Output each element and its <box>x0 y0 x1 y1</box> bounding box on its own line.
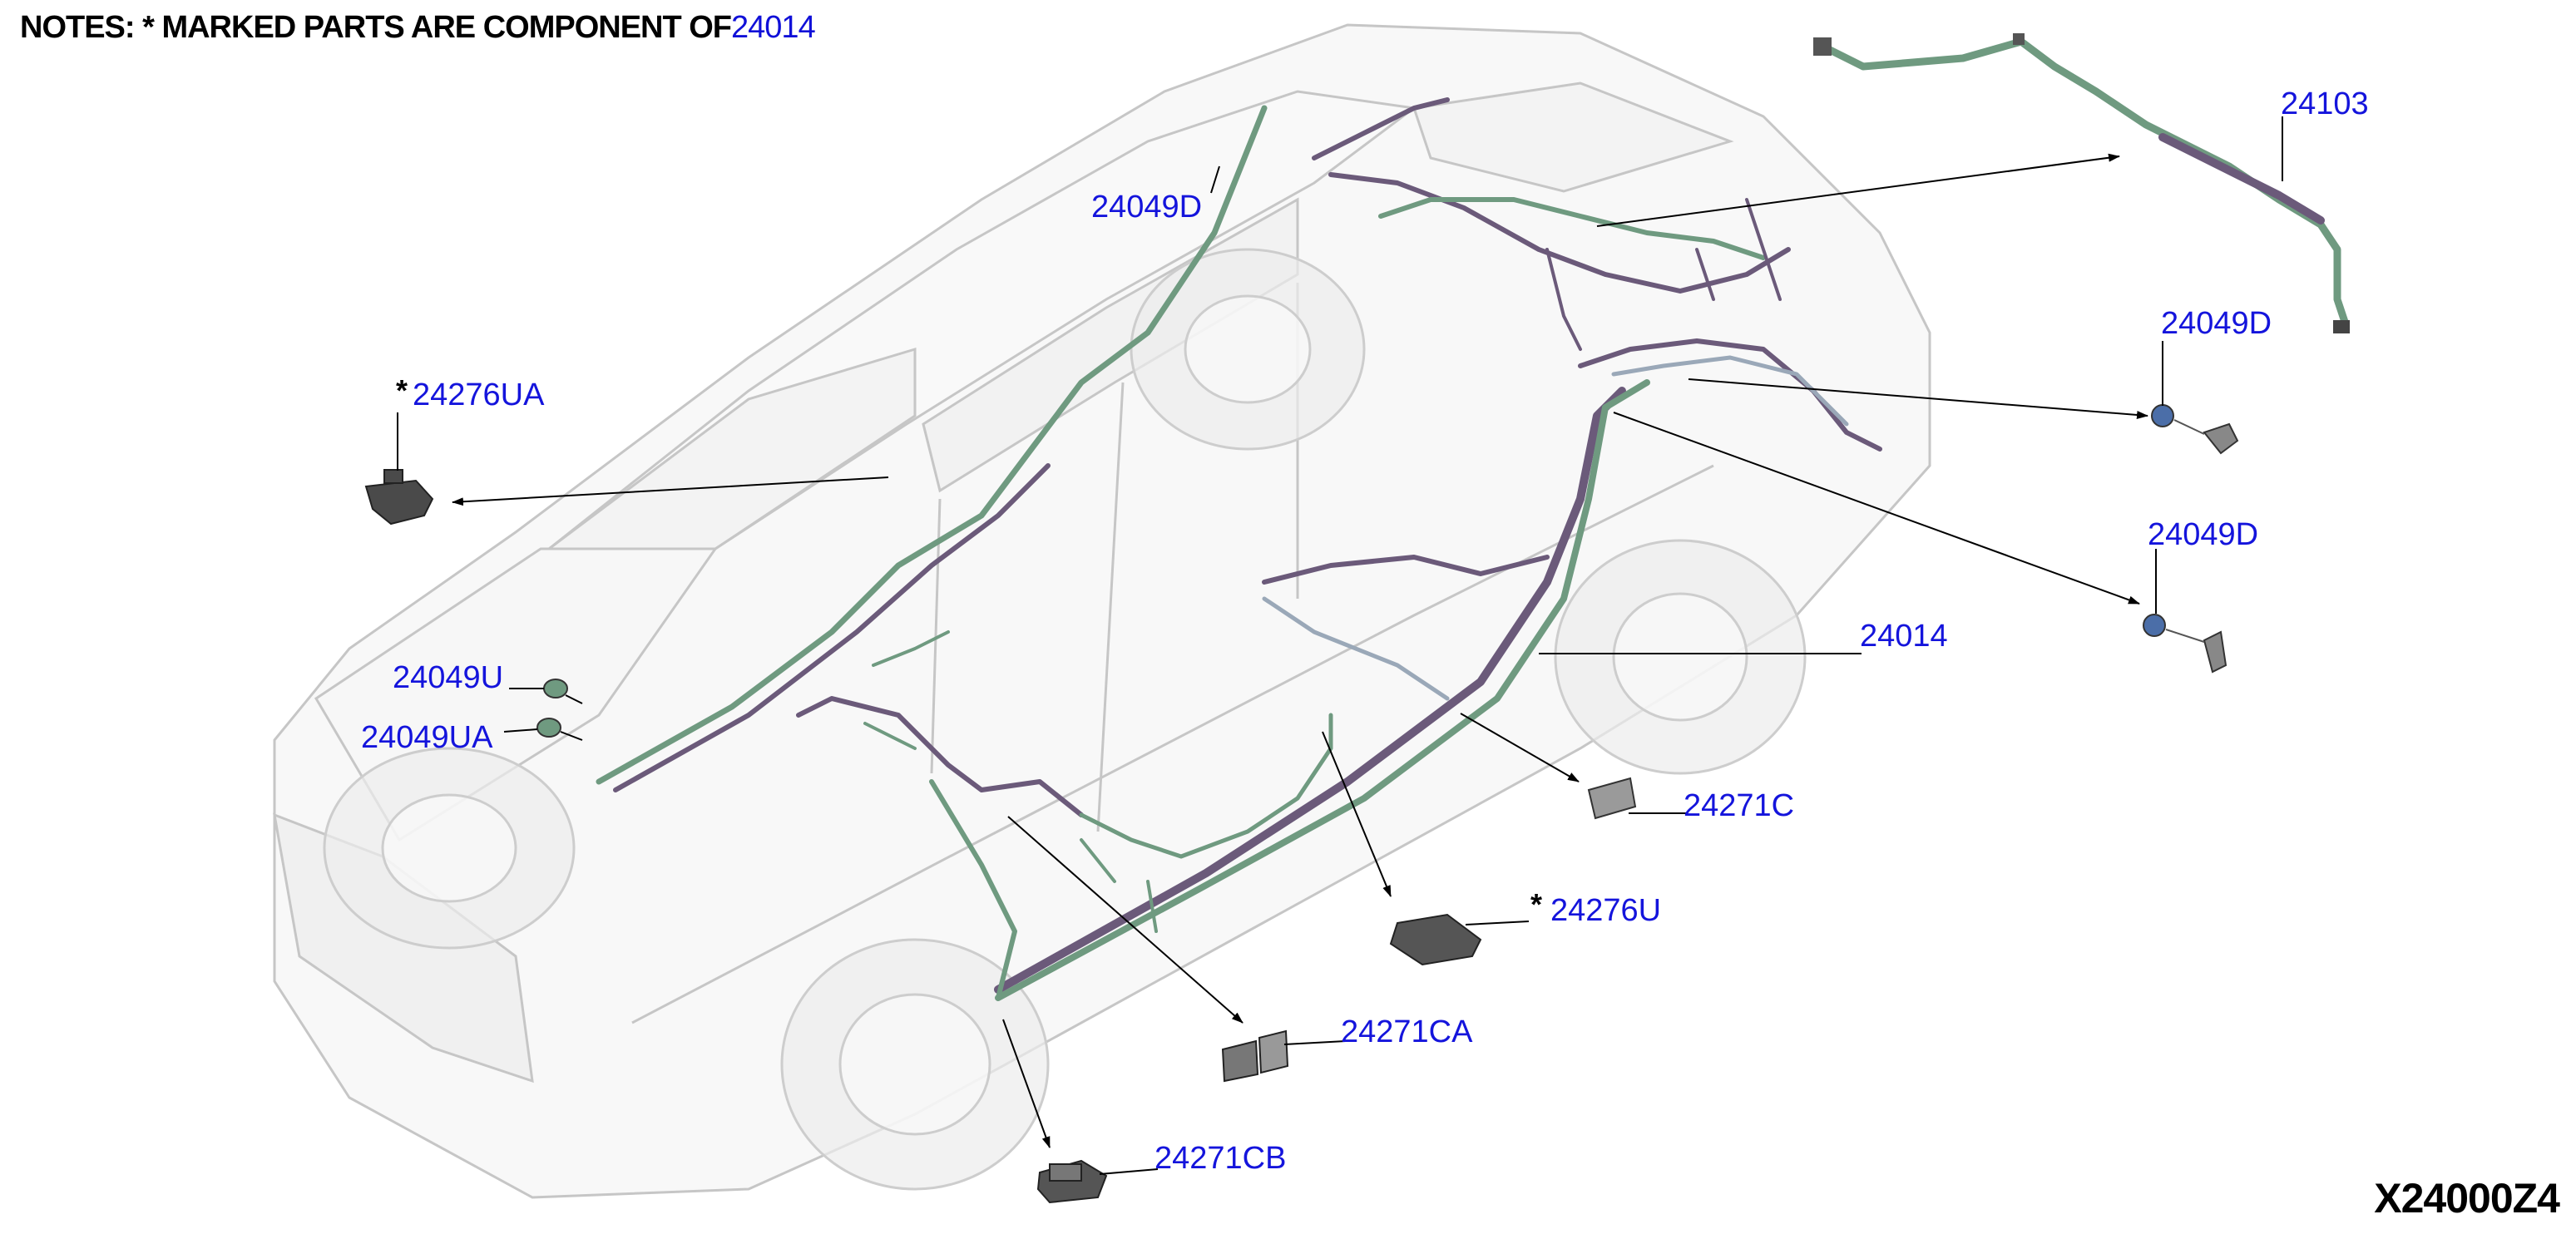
harness-24103 <box>1813 33 2350 333</box>
marked-star-24276ua: * <box>396 373 408 407</box>
notes-ref-link[interactable]: 24014 <box>731 10 816 45</box>
part-24271cb-graphic <box>1036 1159 1108 1204</box>
callout-24049d-right-upper[interactable]: 24049D <box>2161 306 2272 341</box>
callout-24049d-right-lower[interactable]: 24049D <box>2148 517 2259 552</box>
part-24049ua-graphic <box>536 718 561 738</box>
part-24271ca-graphic <box>1221 1029 1289 1083</box>
notes-prefix: NOTES: * MARKED PARTS ARE COMPONENT OF <box>20 10 732 45</box>
callout-24014[interactable]: 24014 <box>1860 619 1948 654</box>
part-24049d-right-upper-graphic <box>2151 404 2239 455</box>
callout-24049u[interactable]: 24049U <box>393 660 504 695</box>
part-24276ua-graphic <box>364 469 434 526</box>
callout-24271cb[interactable]: 24271CB <box>1155 1141 1287 1176</box>
notes-text: NOTES: * MARKED PARTS ARE COMPONENT OF24… <box>20 10 816 46</box>
harness-main <box>596 97 1882 1001</box>
callout-24271c[interactable]: 24271C <box>1684 788 1795 823</box>
callout-24271ca[interactable]: 24271CA <box>1341 1014 1473 1049</box>
part-24049u-graphic <box>543 679 568 698</box>
diagram-id: X24000Z4 <box>2374 1175 2560 1222</box>
part-24276u-graphic <box>1389 913 1482 966</box>
leader-lines <box>397 116 2283 1175</box>
callout-24276u[interactable]: 24276U <box>1550 893 1662 928</box>
wheels <box>323 248 1807 1191</box>
callout-24103[interactable]: 24103 <box>2281 86 2369 121</box>
callout-24276ua[interactable]: 24276UA <box>413 378 545 412</box>
part-24049d-right-lower-graphic <box>2143 614 2227 674</box>
callout-24049ua[interactable]: 24049UA <box>361 720 493 755</box>
callout-24049d-upper-left[interactable]: 24049D <box>1091 190 1203 225</box>
part-24271c-graphic <box>1587 777 1637 820</box>
marked-star-24276u: * <box>1530 887 1543 921</box>
